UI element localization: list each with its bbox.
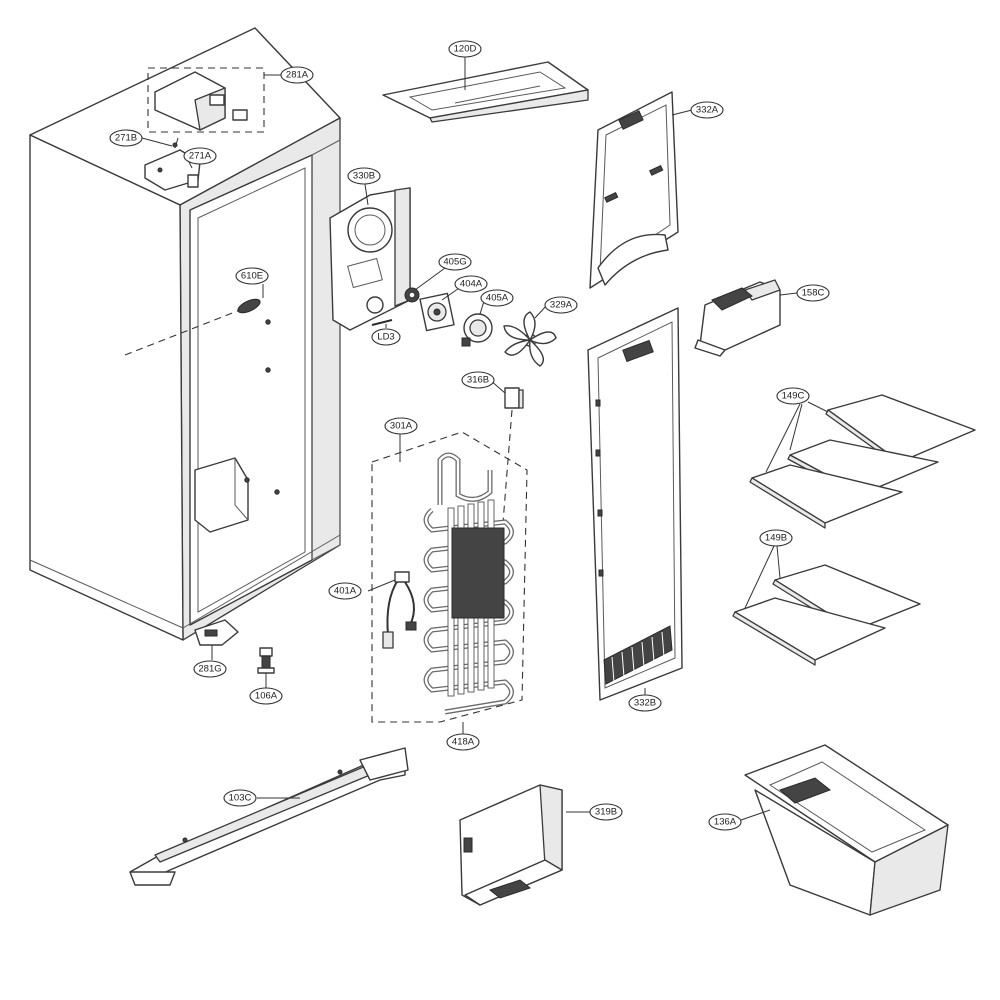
callout-330B: 330B (347, 167, 381, 185)
part-LD3-screw (371, 319, 393, 326)
callout-405G: 405G (438, 253, 472, 271)
part-401A-sensor-harness (382, 571, 417, 649)
callout-LD3: LD3 (371, 328, 401, 346)
part-149C-shelves (749, 394, 976, 529)
callout-401A: 401A (328, 582, 362, 600)
callout-610E: 610E (235, 267, 269, 285)
svg-text:401A: 401A (334, 586, 357, 597)
svg-text:LD3: LD3 (377, 332, 394, 343)
callout-319B: 319B (589, 803, 623, 821)
svg-text:120D: 120D (454, 44, 477, 55)
svg-text:610E: 610E (241, 271, 263, 282)
part-281A-control-box (147, 67, 265, 133)
svg-text:149C: 149C (782, 391, 805, 402)
svg-text:330B: 330B (353, 171, 375, 182)
svg-text:316B: 316B (467, 375, 489, 386)
svg-text:281A: 281A (286, 70, 309, 81)
svg-text:405A: 405A (486, 293, 509, 304)
svg-text:301A: 301A (390, 421, 413, 432)
callout-136A: 136A (708, 813, 742, 831)
callout-leaders (141, 57, 798, 821)
part-120D-top-cover (382, 61, 589, 123)
svg-text:332A: 332A (696, 105, 719, 116)
part-405A-fan-motor (461, 313, 493, 347)
callout-271B: 271B (109, 129, 143, 147)
svg-text:405G: 405G (443, 257, 466, 268)
part-610E-grommet (124, 298, 261, 356)
part-281G-hinge (194, 619, 239, 646)
svg-text:103C: 103C (229, 793, 252, 804)
callout-103C: 103C (223, 789, 257, 807)
part-158C-damper (694, 279, 781, 357)
callout-149C: 149C (776, 387, 810, 405)
part-103C-base-bracket (129, 747, 409, 886)
callout-405A: 405A (480, 289, 514, 307)
callout-271A: 271A (183, 147, 217, 165)
svg-text:281G: 281G (198, 664, 221, 675)
svg-text:271A: 271A (189, 151, 212, 162)
part-332A-back-panel-upper (589, 91, 679, 289)
part-404A-motor (419, 292, 455, 332)
svg-text:136A: 136A (714, 817, 737, 828)
part-301A-evaporator (371, 431, 528, 723)
callout-332A: 332A (690, 101, 724, 119)
callout-106A: 106A (249, 687, 283, 705)
svg-text:271B: 271B (115, 133, 137, 144)
svg-text:149B: 149B (765, 533, 787, 544)
callout-301A: 301A (384, 417, 418, 435)
part-106A-leveling-leg (257, 647, 275, 674)
callout-281G: 281G (193, 660, 227, 678)
svg-text:404A: 404A (460, 279, 483, 290)
svg-text:319B: 319B (595, 807, 617, 818)
refrigerator-cabinet (29, 27, 341, 641)
svg-text:418A: 418A (452, 737, 475, 748)
svg-text:332B: 332B (634, 698, 656, 709)
vent-grille (603, 625, 673, 685)
callout-281A: 281A (280, 66, 314, 84)
svg-text:158C: 158C (802, 288, 825, 299)
callout-120D: 120D (448, 40, 482, 58)
part-405G-bushing (404, 287, 420, 303)
part-330B-fan-shroud (329, 187, 411, 331)
callout-418A: 418A (446, 733, 480, 751)
callout-332B: 332B (628, 694, 662, 712)
svg-text:106A: 106A (255, 691, 278, 702)
part-136A-crisper-drawer (744, 744, 949, 916)
callout-316B: 316B (461, 371, 495, 389)
callout-149B: 149B (759, 529, 793, 547)
part-316B-sensor (497, 387, 524, 586)
callout-158C: 158C (796, 284, 830, 302)
callout-329A: 329A (544, 296, 578, 314)
callout-404A: 404A (454, 275, 488, 293)
svg-text:329A: 329A (550, 300, 573, 311)
part-149B-shelves (732, 545, 921, 666)
part-329A-fan-blade (503, 311, 557, 367)
part-332B-back-panel-lower (587, 307, 683, 701)
part-319B-cover (459, 784, 563, 906)
